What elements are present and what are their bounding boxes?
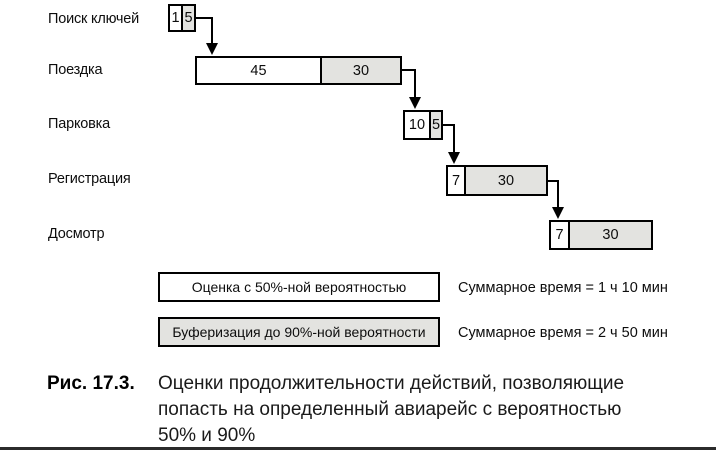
arrowhead-icon [206,43,218,55]
bar-segment-p50: 1 [171,10,180,26]
row-label-trip: Поездка [48,62,103,78]
legend-p50-box: Оценка с 50%-ной вероятностью [158,272,440,302]
row-label-key-search: Поиск ключей [48,11,140,27]
legend-p90-box: Буферизация до 90%-ной вероятности [158,317,440,347]
row-label-registration: Регистрация [48,171,131,187]
figure-caption: Рис. 17.3. Оценки продолжительности дейс… [47,371,624,449]
gantt-bar-registration: 7 30 [446,165,548,196]
bar-segment-p90: 30 [464,167,546,194]
bar-segment-p50: 10 [408,117,426,133]
gantt-bar-screening: 7 30 [549,220,653,250]
connector-arrow [402,69,416,98]
arrowhead-icon [409,97,421,109]
bar-segment-p90: 30 [320,58,400,83]
connector-arrow [548,180,559,208]
page-bottom-rule [0,447,716,450]
bar-segment-p50: 7 [555,227,564,243]
gantt-bar-key-search: 1 5 [168,4,196,32]
gantt-bar-parking: 10 5 [403,110,443,140]
figure-caption-text: Оценки продолжительности действий, позво… [158,371,624,449]
bar-segment-p50: 7 [451,172,461,189]
bar-segment-p90: 5 [181,6,194,30]
figure-number: Рис. 17.3. [47,373,135,394]
arrowhead-icon [552,207,564,219]
connector-arrow [443,124,455,153]
connector-arrow [196,17,213,44]
gantt-bar-trip: 45 30 [195,56,402,85]
bar-segment-p50: 45 [250,62,267,79]
row-label-parking: Парковка [48,116,110,132]
bar-segment-p90: 30 [568,222,651,248]
caption-line: попасть на определенный авиарейс с вероя… [158,399,622,420]
summary-time-p90: Суммарное время = 2 ч 50 мин [458,325,668,341]
bar-segment-p90: 5 [429,112,441,138]
caption-line: 50% и 90% [158,425,256,446]
row-label-screening: Досмотр [48,226,105,242]
summary-time-p50: Суммарное время = 1 ч 10 мин [458,280,668,296]
arrowhead-icon [448,152,460,164]
caption-line: Оценки продолжительности действий, позво… [158,373,625,394]
